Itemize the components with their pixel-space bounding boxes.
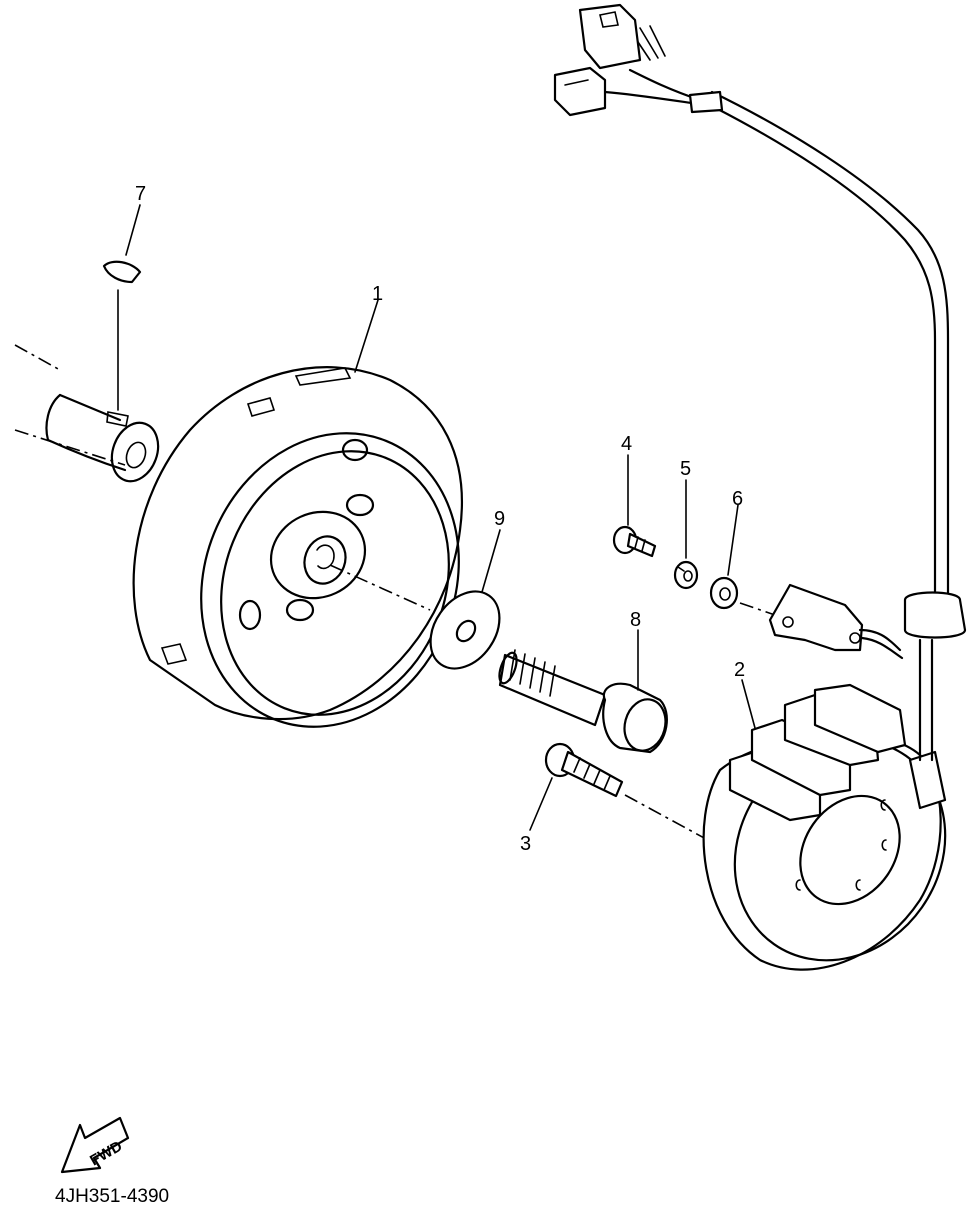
callout-9: 9 <box>494 508 505 530</box>
woodruff-key <box>102 204 142 411</box>
flange-bolt <box>498 629 668 754</box>
forward-arrow: FWD <box>60 1116 130 1174</box>
callout-8: 8 <box>630 609 641 631</box>
callout-7: 7 <box>135 183 146 205</box>
callout-5: 5 <box>680 458 691 480</box>
stator-assembly <box>702 679 947 971</box>
pan-screw <box>529 742 801 891</box>
diagram-code: 4JH351-4390 <box>55 1186 169 1207</box>
callout-labels: 1 2 3 4 5 6 7 8 9 <box>135 183 745 855</box>
small-screw <box>612 454 657 558</box>
pickup-coil <box>768 583 904 660</box>
plain-washer <box>709 504 776 616</box>
callout-4: 4 <box>621 433 632 455</box>
wiring-harness <box>553 3 967 762</box>
callout-1: 1 <box>372 283 383 305</box>
washer <box>429 529 501 670</box>
flywheel-rotor <box>132 299 463 728</box>
callout-3: 3 <box>520 833 531 855</box>
callout-2: 2 <box>734 659 745 681</box>
lock-washer <box>673 479 699 590</box>
crankshaft-end <box>14 344 160 483</box>
callout-6: 6 <box>732 488 743 510</box>
